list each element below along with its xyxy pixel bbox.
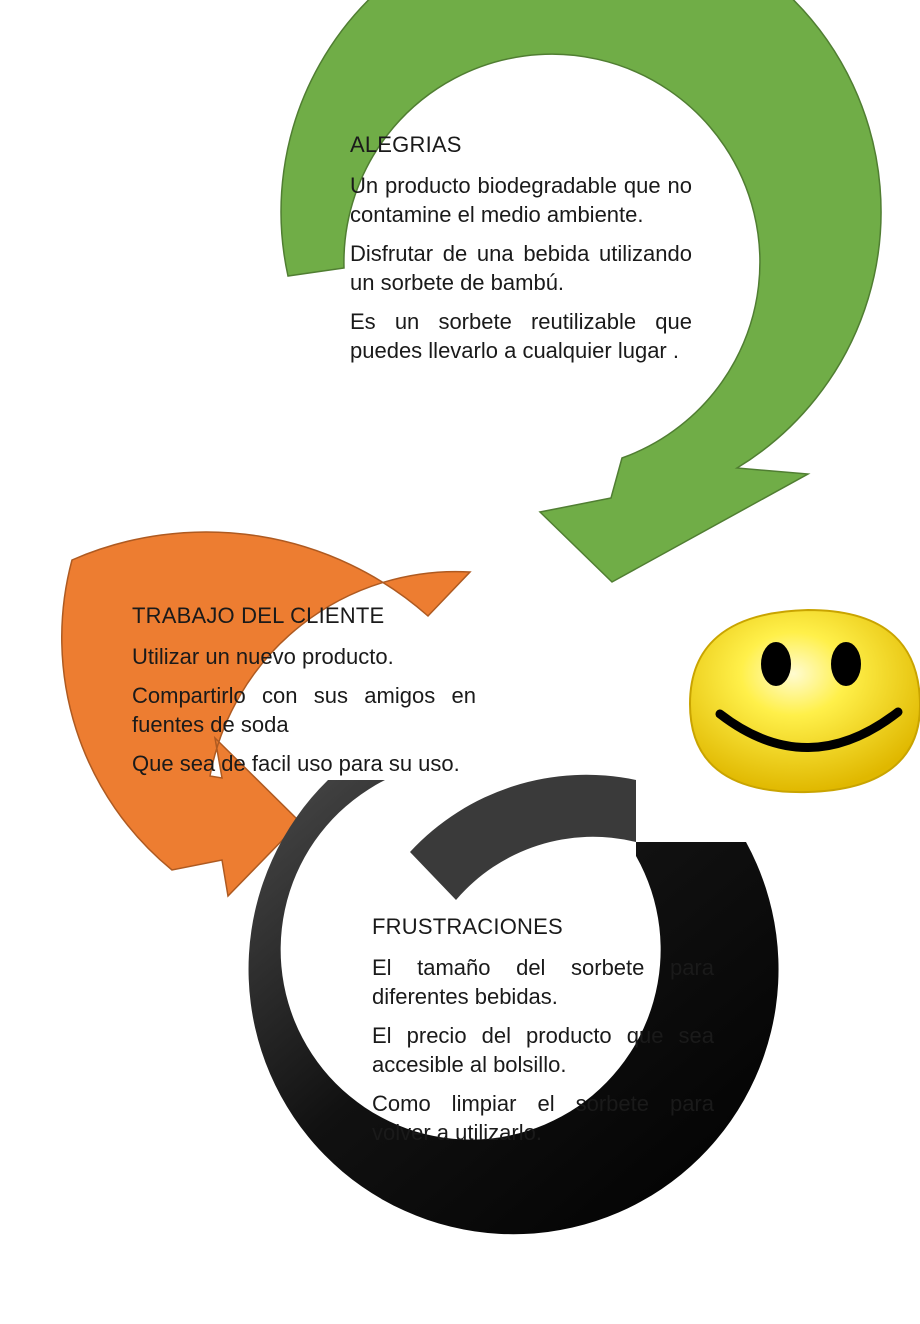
alegrias-item: Disfrutar de una bebida utilizando un so… — [350, 241, 692, 295]
black-ring-top-arc — [410, 774, 636, 900]
orange-curved-arrow-body — [61, 531, 472, 898]
trabajo-item: Utilizar un nuevo producto. — [132, 644, 394, 669]
alegrias-section: ALEGRIAS Un producto biodegradable que n… — [350, 130, 692, 375]
alegrias-title: ALEGRIAS — [350, 132, 462, 157]
smiley-mouth — [715, 707, 903, 752]
frustraciones-item: El tamaño del sorbete para diferentes be… — [372, 955, 714, 1009]
alegrias-item: Es un sorbete reutilizable que puedes ll… — [350, 309, 692, 363]
frustraciones-section: FRUSTRACIONES El tamaño del sorbete para… — [372, 912, 714, 1157]
smiley-left-eye — [761, 642, 791, 686]
trabajo-title: TRABAJO DEL CLIENTE — [132, 603, 385, 628]
smiley-face-icon — [688, 608, 920, 794]
trabajo-del-cliente-section: TRABAJO DEL CLIENTE Utilizar un nuevo pr… — [132, 601, 476, 788]
trabajo-item: Que sea de facil uso para su uso. — [132, 751, 460, 776]
smiley-right-eye — [831, 642, 861, 686]
trabajo-item: Compartirlo con sus amigos en fuentes de… — [132, 683, 476, 737]
frustraciones-title: FRUSTRACIONES — [372, 914, 563, 939]
black-circular-arrow — [248, 780, 779, 1235]
frustraciones-item: El precio del producto que sea accesible… — [372, 1023, 714, 1077]
green-curved-arrow — [280, 0, 882, 583]
alegrias-item: Un producto biodegradable que no contami… — [350, 173, 692, 227]
frustraciones-item: Como limpiar el sorbete para volver a ut… — [372, 1091, 714, 1145]
